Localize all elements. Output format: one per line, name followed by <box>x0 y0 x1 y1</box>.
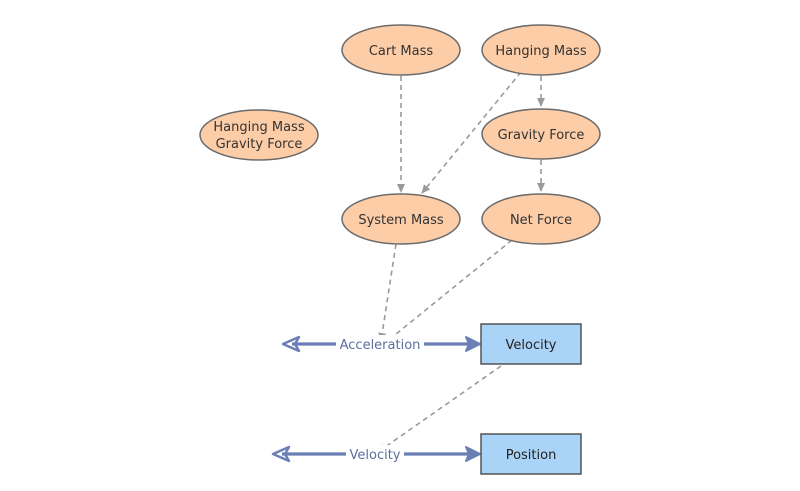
flow-label-bg <box>336 335 424 353</box>
variable-hanging-mass-gravity-force-label-line2: Gravity Force <box>216 137 303 152</box>
variable-cart-mass[interactable]: Cart Mass <box>341 24 461 76</box>
stock-velocity-label: Velocity <box>506 338 557 353</box>
link-system-mass-to-acceleration <box>378 243 397 342</box>
variable-system-mass-label: System Mass <box>358 213 444 228</box>
variable-cart-mass-label: Cart Mass <box>369 44 434 59</box>
variable-hanging-mass-gravity-force-label-line1: Hanging Mass <box>213 120 304 135</box>
link-hanging-mass-to-system-mass <box>421 71 522 194</box>
flow-acceleration-label: Acceleration <box>340 338 421 353</box>
variable-net-force-label: Net Force <box>510 213 572 228</box>
stock-position-label: Position <box>506 448 557 463</box>
variable-system-mass[interactable]: System Mass <box>341 193 461 245</box>
dependency-links <box>377 71 545 453</box>
variable-gravity-force[interactable]: Gravity Force <box>481 108 601 160</box>
link-net-force-to-acceleration <box>384 239 513 344</box>
flow-label-bg <box>346 445 404 463</box>
flow-velocity[interactable]: Velocity <box>271 445 481 463</box>
flow-acceleration[interactable]: Acceleration <box>281 335 481 353</box>
variable-gravity-force-label: Gravity Force <box>498 128 585 143</box>
variable-net-force[interactable]: Net Force <box>481 193 601 245</box>
link-velocity-to-velocity-flow <box>377 365 502 453</box>
variable-hanging-mass-gravity-force[interactable]: Hanging Mass Gravity Force <box>199 109 319 161</box>
flow-velocity-label: Velocity <box>350 448 401 463</box>
variable-hanging-mass-label: Hanging Mass <box>495 44 586 59</box>
stock-velocity[interactable]: Velocity <box>480 323 582 365</box>
variable-hanging-mass[interactable]: Hanging Mass <box>481 24 601 76</box>
stock-position[interactable]: Position <box>480 433 582 475</box>
